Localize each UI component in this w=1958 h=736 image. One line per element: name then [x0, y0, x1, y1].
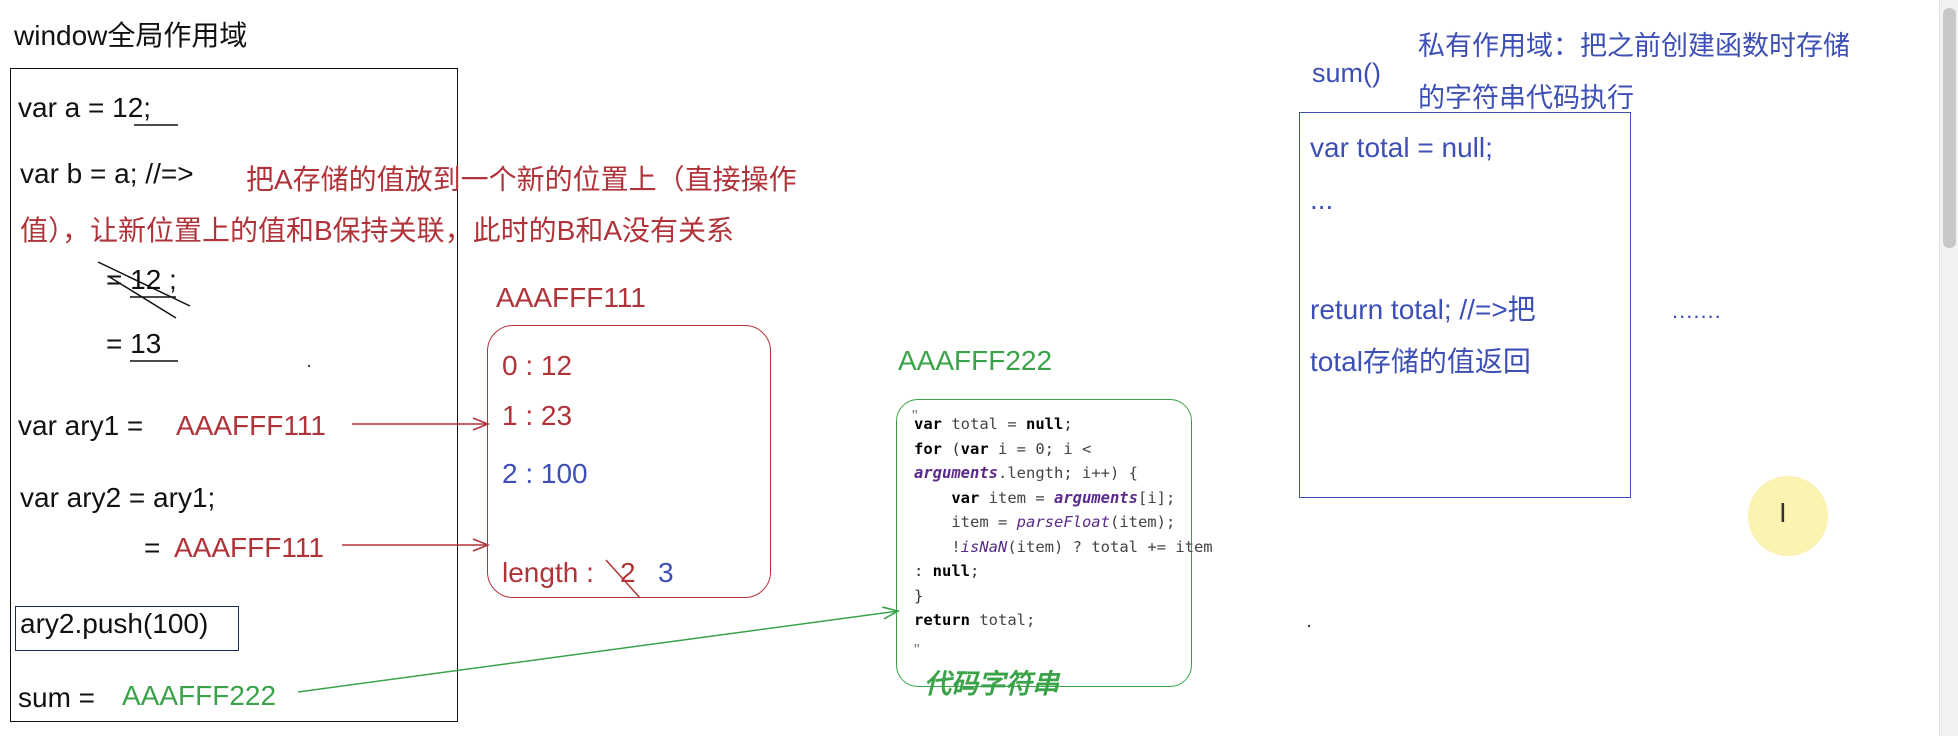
- var-ary1-label: var ary1 =: [18, 410, 144, 441]
- heap-entry-1: 1 : 23: [502, 400, 573, 431]
- function-code-string: var total = null; for (var i = 0; i < ar…: [914, 415, 1213, 629]
- private-line-1: var total = null;: [1310, 132, 1493, 163]
- heap-entry-0: 0 : 12: [502, 350, 573, 381]
- private-scope-box: [1299, 112, 1631, 498]
- ary2-ref: AAAFFF111: [174, 532, 324, 563]
- heap-length-label: length :: [502, 557, 594, 588]
- strike-mark-2: [107, 275, 177, 319]
- strike-old-length: [605, 559, 641, 599]
- heap-entry-added: 2 : 100: [502, 458, 588, 489]
- var-b-comment-2: 值），让新位置上的值和B保持关联，此时的B和A没有关系: [20, 215, 735, 246]
- var-ary2-label: var ary2 = ary1;: [20, 482, 216, 513]
- heap-function-address: AAAFFF222: [898, 345, 1053, 376]
- heap-object-box: [487, 325, 771, 598]
- close-quote-mark: ": [914, 642, 920, 659]
- global-scope-box: [10, 68, 458, 722]
- arrow-sum-to-function: [297, 611, 898, 693]
- private-scope-note-2: 的字符串代码执行: [1418, 83, 1634, 113]
- private-line-2: ...: [1310, 184, 1334, 215]
- page-title: window全局作用域: [14, 20, 248, 51]
- ary1-ref: AAAFFF111: [176, 410, 326, 441]
- push-call-box: [15, 606, 239, 651]
- sum-ref: AAAFFF222: [122, 680, 277, 711]
- private-scope-function-name: sum(): [1312, 58, 1381, 88]
- heap-object-address: AAAFFF111: [496, 282, 646, 313]
- ary2-eq: =: [144, 532, 161, 563]
- scrollbar-thumb[interactable]: [1943, 8, 1956, 248]
- var-a-line: var a = 12;: [18, 92, 152, 123]
- heap-function-box: [896, 399, 1192, 687]
- cursor-highlight: [1748, 476, 1828, 556]
- private-line-3: return total; //=>把: [1310, 294, 1536, 325]
- sum-label: sum =: [18, 682, 96, 713]
- new-value: = 13: [106, 328, 162, 359]
- vertical-scrollbar[interactable]: [1939, 0, 1958, 736]
- heap-new-length: 3: [658, 557, 674, 588]
- private-scope-note-1: 私有作用域：把之前创建函数时存储: [1418, 31, 1850, 61]
- open-quote-mark: ": [912, 408, 918, 425]
- stray-dot-2: [1307, 624, 1311, 628]
- var-b-code: var b = a; //=>: [20, 158, 194, 189]
- push-call: ary2.push(100): [20, 608, 209, 639]
- code-string-caption: 代码字符串: [924, 669, 1059, 699]
- private-line-4: total存储的值返回: [1310, 346, 1531, 377]
- struck-value: = 12 ;: [106, 264, 177, 295]
- stray-dot-1: [307, 364, 311, 368]
- var-b-comment-1: 把A存储的值放到一个新的位置上（直接操作: [246, 164, 797, 195]
- text-cursor-icon: I: [1779, 499, 1787, 529]
- trailing-ellipsis: .......: [1672, 298, 1722, 323]
- strike-mark-1: [97, 261, 191, 307]
